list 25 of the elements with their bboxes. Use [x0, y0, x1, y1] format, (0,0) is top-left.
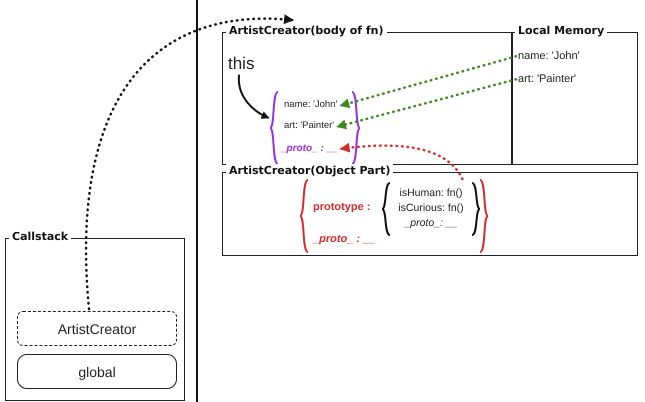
proto-property: _proto_: __	[393, 217, 469, 230]
proto-property: _proto_ : __	[313, 233, 376, 246]
stack-frame: ArtistCreator	[17, 311, 177, 346]
stack-frame: global	[17, 354, 177, 389]
property-text: art: 'Painter'	[284, 121, 334, 132]
panel-title: ArtistCreator(body of fn)	[226, 24, 387, 37]
prototype-key: prototype :	[313, 201, 370, 214]
arrow	[340, 142, 464, 180]
method-text: isHuman: fn()	[393, 187, 469, 200]
arrow	[336, 78, 518, 130]
method-text: isCurious: fn()	[393, 202, 469, 214]
this-label: this	[228, 54, 254, 74]
proto-property: _proto_ : __	[281, 143, 338, 154]
arrow	[84, 14, 294, 310]
property-text: name: 'John'	[284, 100, 338, 111]
panel-title: Callstack	[9, 230, 72, 243]
object-braces	[299, 179, 489, 253]
arrow	[238, 74, 270, 119]
object-braces	[269, 91, 361, 165]
property-text: name: 'John'	[518, 50, 580, 63]
property-text: art: 'Painter'	[518, 73, 576, 86]
object-braces	[381, 182, 481, 236]
arrow	[339, 55, 518, 108]
panel-title: ArtistCreator(Object Part)	[226, 164, 394, 177]
panel-title: Local Memory	[515, 24, 608, 37]
